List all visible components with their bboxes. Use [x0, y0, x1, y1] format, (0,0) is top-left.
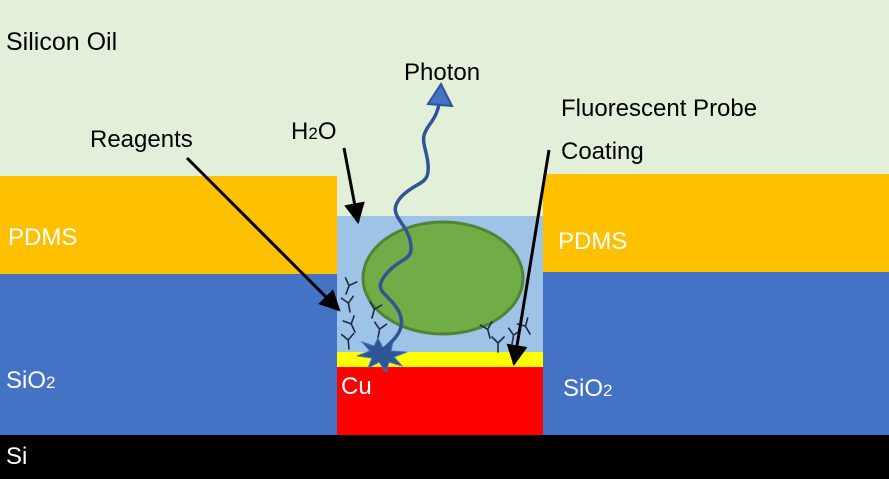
photon-wave — [378, 98, 442, 354]
sio2-right-subscript: 2 — [603, 381, 613, 400]
h2o-h: H — [291, 118, 309, 145]
sio2-right-label: SiO2 — [563, 377, 612, 401]
coating-label: Coating — [561, 138, 644, 165]
cell-ellipse — [361, 220, 525, 336]
photon-label: Photon — [404, 59, 481, 86]
pdms-left-label: PDMS — [8, 224, 78, 251]
pdms-right-layer — [543, 174, 889, 272]
sio2-left-label: SiO2 — [6, 369, 55, 393]
photon-arrowhead — [426, 81, 454, 108]
sio2-right-text: SiO — [563, 375, 604, 402]
antibody-symbols — [340, 277, 531, 353]
coating-arrow — [506, 149, 551, 367]
si-substrate — [0, 435, 889, 479]
h2o-subscript: 2 — [308, 124, 318, 143]
reagents-arrow — [185, 156, 341, 312]
copper-pad — [337, 367, 543, 435]
fluorescent-probe-label: Fluorescent Probe — [561, 95, 758, 122]
sio2-left-subscript: 2 — [46, 373, 56, 392]
cu-label: Cu — [341, 373, 372, 400]
h2o-arrow — [342, 147, 365, 225]
pdms-left-layer — [0, 176, 337, 274]
pdms-right-label: PDMS — [558, 228, 628, 255]
reaction-burst — [356, 336, 408, 374]
h2o-o: O — [317, 118, 337, 145]
sio2-left-text: SiO — [6, 367, 47, 394]
h2o-label: H2O — [291, 120, 336, 144]
reagents-label: Reagents — [90, 126, 193, 153]
sio2-left-layer — [0, 274, 337, 435]
sio2-right-layer — [543, 272, 889, 435]
si-label: Si — [6, 443, 28, 470]
silicon-oil-label: Silicon Oil — [6, 28, 118, 56]
